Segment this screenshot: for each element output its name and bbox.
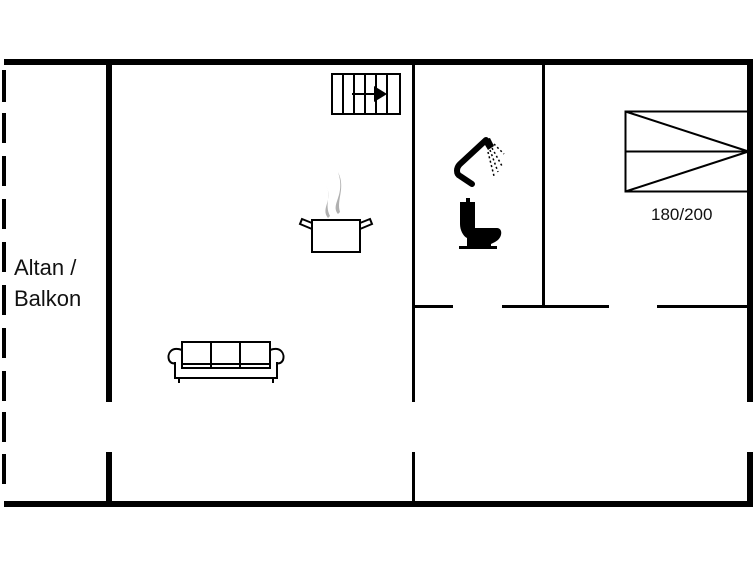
wall-living-east-lower — [412, 452, 415, 505]
balcony-label-line1: Altan / — [14, 255, 77, 280]
balcony-label: Altan / Balkon — [14, 252, 81, 314]
balcony-label-line2: Balkon — [14, 286, 82, 311]
wall-right-upper — [747, 60, 753, 402]
balcony-railing-dashed — [2, 70, 6, 484]
partition-hall-2 — [502, 305, 609, 308]
partition-hall-3 — [657, 305, 750, 308]
wall-top — [4, 59, 753, 65]
double-bed-icon — [624, 110, 750, 193]
toilet-icon — [459, 198, 502, 249]
sofa-icon — [167, 341, 285, 383]
wall-balcony-living-lower — [106, 452, 112, 505]
bed-size-label: 180/200 — [651, 205, 713, 224]
wall-living-east-upper — [412, 63, 415, 402]
wall-balcony-living-upper — [106, 63, 112, 402]
stairs-icon — [331, 73, 401, 115]
wall-right-lower — [747, 452, 753, 507]
wall-bottom — [4, 501, 753, 507]
shower-icon — [454, 137, 505, 187]
cooking-pot-icon — [298, 172, 374, 253]
partition-hall-1 — [413, 305, 453, 308]
wall-bath-bedroom — [542, 63, 545, 308]
